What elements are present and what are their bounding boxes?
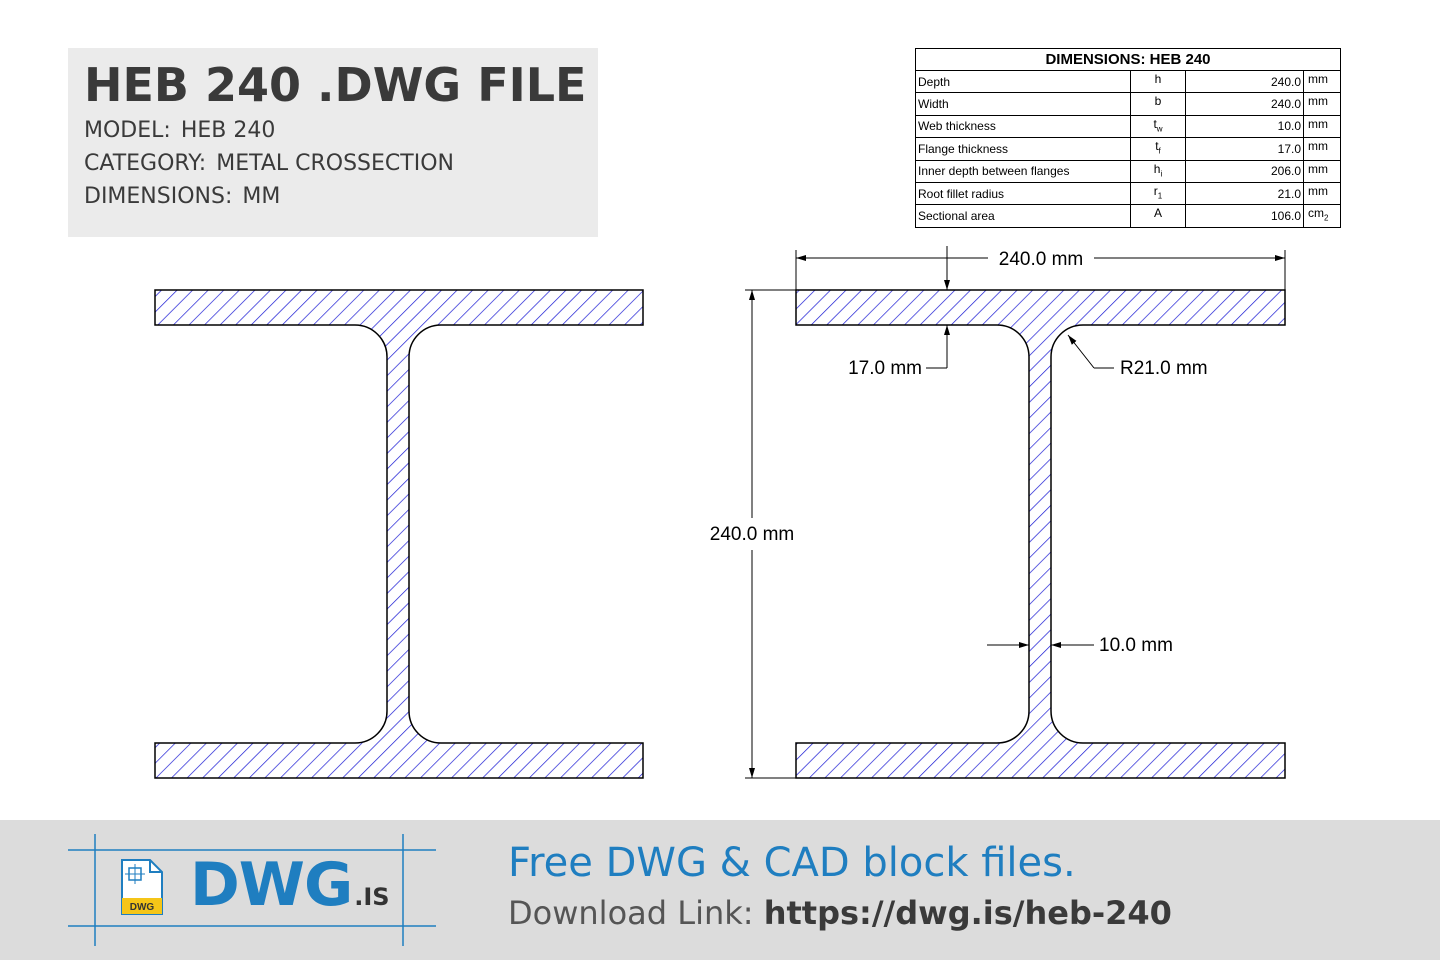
symbol-subscript: f [1158,146,1161,156]
dimension-unit: mm [1303,181,1341,206]
category-label: CATEGORY: [84,151,207,176]
download-label: Download Link: [508,894,754,932]
category-value: METAL CROSSECTION [216,151,454,176]
model-line: MODEL: HEB 240 [84,114,598,147]
model-value: HEB 240 [180,118,276,143]
dimension-value: 106.0 [1185,204,1304,228]
unit-main: cm [1308,206,1324,221]
symbol-subscript: w [1156,124,1163,134]
download-line: Download Link: https://dwg.is/heb-240 [508,894,1172,932]
symbol-main: r [1153,183,1158,198]
width-label: 240.0 mm [999,249,1083,270]
symbol-main: A [1153,206,1162,221]
symbol-main: t [1155,139,1159,154]
unit-main: mm [1308,139,1328,154]
unit-superscript: 2 [1324,213,1329,223]
symbol-main: h [1153,161,1161,176]
file-icon-label: DWG [130,902,155,913]
radius-dimension [1067,334,1114,369]
dimension-symbol: tw [1130,114,1186,139]
dimension-symbol: hi [1130,159,1186,183]
depth-dimension [745,289,796,779]
dimension-unit: mm [1303,137,1341,161]
tagline: Free DWG & CAD block files. [508,840,1076,886]
dimension-name: Inner depth between flanges [915,159,1131,183]
dimension-name: Sectional area [915,204,1131,228]
footer-bar: DWG DWG.IS Free DWG & CAD block files. D… [0,820,1440,960]
unit-main: mm [1308,72,1328,86]
title-panel: HEB 240 .DWG FILE MODEL: HEB 240 CATEGORY… [68,48,598,237]
brand-name[interactable]: DWG.IS [190,850,390,920]
dimension-unit: mm [1303,92,1341,116]
dimension-symbol: tf [1130,137,1186,161]
unit-main: mm [1308,161,1328,176]
dimension-symbol: b [1130,92,1186,116]
flange-dimension [926,325,950,369]
brand-suffix: .IS [354,883,390,911]
brand-main: DWG [190,850,353,920]
unit-main: mm [1308,183,1328,198]
model-label: MODEL: [84,118,171,143]
logo-frame [68,834,436,946]
ibeam-right [795,289,1286,779]
ibeam-left [154,289,644,779]
dimension-unit: mm [1303,114,1341,139]
unit-main: mm [1308,116,1328,131]
dimension-unit: cm2 [1303,204,1341,228]
symbol-main: t [1153,116,1157,131]
symbol-subscript: i [1160,168,1163,178]
dimensions-label: DIMENSIONS: [84,184,233,209]
dimension-unit: mm [1303,69,1341,94]
radius-label: R21.0 mm [1120,358,1208,379]
depth-label: 240.0 mm [710,524,794,545]
symbol-main: b [1154,94,1162,109]
flange-label: 17.0 mm [848,358,922,379]
unit-main: mm [1308,94,1328,109]
dimension-unit: mm [1303,159,1341,183]
dwg-file-icon: DWG [121,859,163,915]
web-label: 10.0 mm [1099,635,1173,656]
symbol-main: h [1154,72,1162,86]
dimensions-line: DIMENSIONS: MM [84,180,598,213]
download-link[interactable]: https://dwg.is/heb-240 [763,894,1172,932]
page-title: HEB 240 .DWG FILE [84,58,587,112]
width-dimension [795,246,1286,290]
category-line: CATEGORY: METAL CROSSECTION [84,147,598,180]
dimension-value: 206.0 [1185,159,1304,183]
symbol-subscript: 1 [1157,191,1163,201]
dimensions-value: MM [242,184,281,209]
brand-logo[interactable]: DWG [0,820,460,960]
section-drawing: 240.0 mm 240.0 mm 17.0 mm R21.0 mm 10.0 … [154,246,1286,779]
